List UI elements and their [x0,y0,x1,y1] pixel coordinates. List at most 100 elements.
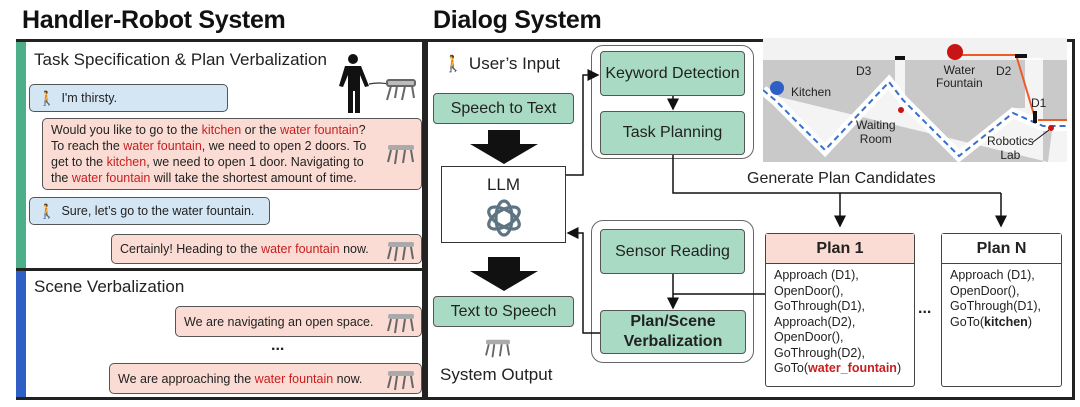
plan-scene-verbalization-box: Plan/Scene Verbalization [600,310,746,354]
map-label-d1: D1 [1031,96,1047,110]
llm-label: LLM [486,175,521,194]
message-fragment: now. [333,371,363,386]
message-fragment: now. [339,242,369,256]
robot-message-text: We are approaching the water fountain no… [118,371,362,387]
task-section: Task Specification & Plan Verbalization … [16,42,422,271]
scene-section-title: Scene Verbalization [34,277,185,296]
scene-ellipsis: ... [271,337,285,354]
verbalization-group [591,220,754,363]
highlighted-keyword: water fountain [254,371,334,386]
robot-message-text: Certainly! Heading to the water fountain… [120,241,369,257]
down-arrow-icon [470,130,538,164]
user-input-text: User’s Input [468,54,560,73]
message-fragment: , we need to open 1 door. Navigating to … [51,155,364,185]
human-message: 🚶 I'm thirsty. [29,84,228,112]
message-fragment: will take the shortest amount of time. [150,171,357,185]
highlighted-keyword: water fountain [261,242,340,256]
text-to-speech-box: Text to Speech [433,296,574,327]
scene-section: Scene Verbalization We are navigating an… [16,271,422,397]
highlighted-keyword: water fountain [123,139,202,153]
plan-step: GoThrough(D1), [950,299,1042,313]
task-section-accent [16,42,26,268]
map-label-kitchen: Kitchen [791,85,832,99]
message-fragment: or the [241,123,281,137]
handler-with-robot-dog-icon [339,54,416,113]
robot-dog-icon [387,314,414,334]
highlighted-keyword: kitchen [201,123,242,137]
plan-title: Plan 1 [766,234,914,264]
robot-dog-icon [387,371,414,391]
plan-goal: water_fountain [808,361,897,375]
plan-steps: Approach (D1),OpenDoor(),GoThrough(D1),G… [942,264,1061,334]
robot-dog-icon [387,242,414,262]
message-fragment: Certainly! Heading to the [120,242,262,256]
llm-box: LLM [441,166,566,243]
highlighted-keyword: water fountain [280,123,359,137]
map-label-room: Room [859,132,892,146]
message-fragment: Would you like to go to the [51,123,202,137]
robot-message: We are approaching the water fountain no… [109,363,422,394]
map-label-waiting: Waiting [856,118,896,132]
map-label-d2: D2 [996,64,1012,78]
highlighted-keyword: water fountain [71,171,151,185]
map-label-d3: D3 [856,64,872,78]
human-message-text: I'm thirsty. [61,91,118,105]
message-fragment: We are approaching the [118,371,255,386]
dialog-system-panel [425,39,1075,400]
dialog-system-title: Dialog System [433,6,602,34]
human-message: 🚶 Sure, let’s go to the water fountain. [29,197,270,225]
person-icon: 🚶 [38,203,56,219]
human-message-text: Sure, let’s go to the water fountain. [61,204,255,218]
plan-goal-step: GoTo(kitchen) [950,314,1032,329]
plans-ellipsis: ... [918,300,932,317]
plan-step: OpenDoor(), [774,330,844,344]
robot-message-text: Would you like to go to the kitchen or t… [51,122,381,186]
user-input-label: 🚶 User’s Input [443,54,560,74]
plan-card: Plan 1 Approach (D1),OpenDoor(),GoThroug… [765,233,915,387]
keyword-detection-box: Keyword Detection [600,51,745,96]
map-label-lab: Lab [1000,148,1021,162]
plan-steps: Approach (D1),OpenDoor(),GoThrough(D1),A… [766,264,914,381]
robot-dog-icon [485,339,510,358]
speech-to-text-box: Speech to Text [433,93,574,124]
generate-plan-candidates-label: Generate Plan Candidates [747,170,936,187]
task-section-title: Task Specification & Plan Verbalization [34,50,327,69]
robot-dog-icon [387,145,414,165]
person-icon: 🚶 [38,90,56,106]
map-label-fountain: Fountain [936,76,983,90]
system-output-label: System Output [440,365,553,384]
robot-message-text: We are navigating an open space. [184,314,374,329]
message-fragment: , we need to open 2 doors. To get to the [51,139,367,169]
message-fragment: ? To reach the [51,123,366,153]
sensor-reading-box: Sensor Reading [600,229,745,274]
task-planning-box: Task Planning [600,111,745,155]
person-icon: 🚶 [443,56,463,73]
plan-step: GoThrough(D1), [774,299,866,313]
plan-step: OpenDoor(), [774,283,844,298]
handler-robot-title: Handler-Robot System [22,6,286,34]
highlighted-keyword: kitchen [106,155,147,169]
scene-section-accent [16,271,26,397]
robot-message: We are navigating an open space. [175,306,422,337]
plan-step: GoThrough(D2), [774,345,866,360]
down-arrow-icon [470,257,538,291]
openai-logo-icon [487,199,521,237]
map-label-robotics: Robotics [987,134,1034,148]
robot-message: Would you like to go to the kitchen or t… [42,118,422,190]
robot-message: Certainly! Heading to the water fountain… [111,234,422,264]
plan-title: Plan N [942,234,1061,264]
plan-step: OpenDoor(), [950,283,1020,298]
plan-goal-step: GoTo(water_fountain) [774,361,902,375]
plan-goal: kitchen [984,314,1028,329]
plan-card: Plan N Approach (D1),OpenDoor(),GoThroug… [941,233,1062,387]
plan-step: Approach (D1), [950,268,1035,282]
floor-map-drawing [763,38,1067,162]
handler-robot-panel: Task Specification & Plan Verbalization … [16,39,425,400]
plan-step: Approach (D1), [774,268,859,282]
plan-step: Approach(D2), [774,314,856,329]
